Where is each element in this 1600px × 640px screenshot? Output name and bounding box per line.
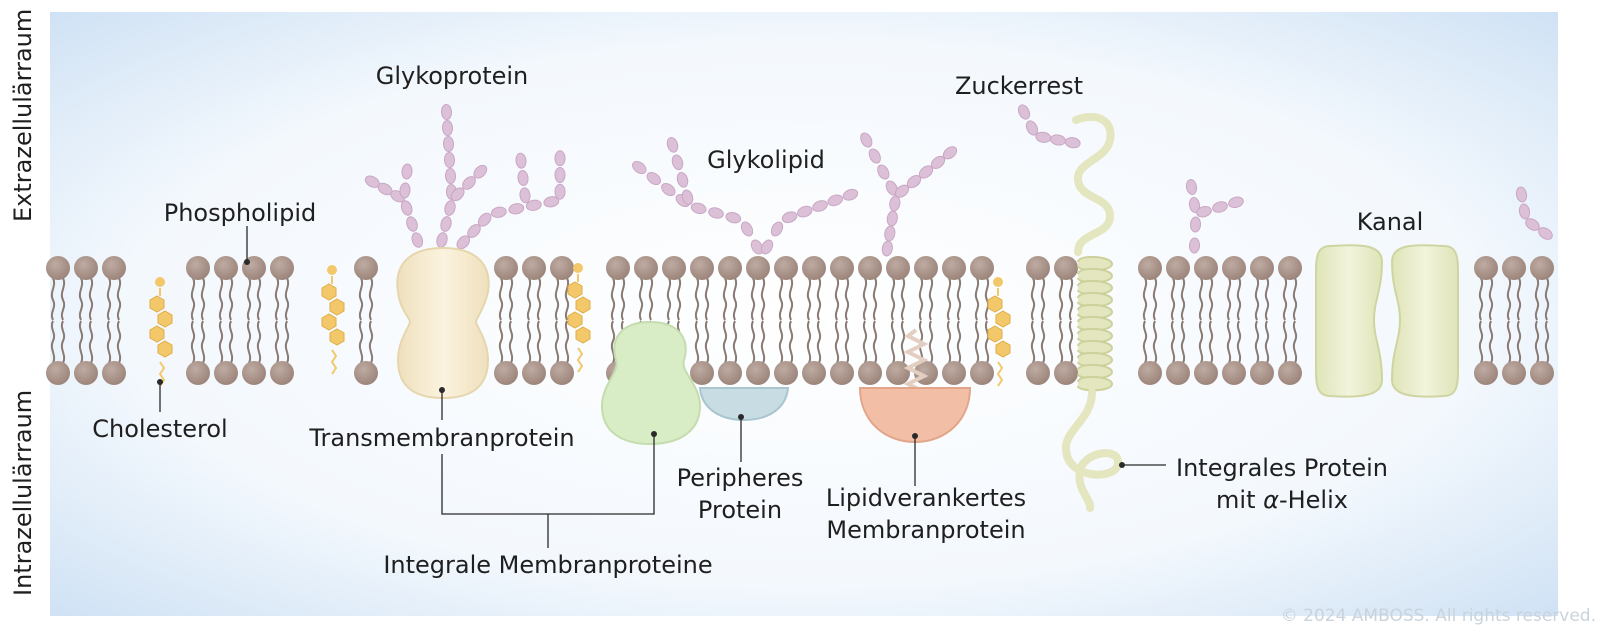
sugar-chain — [760, 188, 859, 255]
phospholipid — [970, 256, 994, 385]
glycoprotein-label: Glykoprotein — [376, 62, 529, 90]
phospholipid — [1026, 256, 1050, 385]
integral-helix-label-line2: mit α-Helix — [1216, 486, 1348, 514]
phospholipid — [74, 256, 98, 385]
phospholipid — [858, 256, 882, 385]
transmembrane-protein-label: Transmembranprotein — [308, 424, 574, 452]
sugar-chain — [456, 150, 566, 250]
cholesterol — [987, 277, 1011, 387]
phospholipid — [1502, 256, 1526, 385]
phospholipid — [186, 256, 210, 385]
phospholipid — [1138, 256, 1162, 385]
phospholipid — [1194, 256, 1218, 385]
sugar-chain — [515, 152, 531, 204]
phospholipid-label: Phospholipid — [164, 199, 316, 227]
sugar-chain — [1185, 179, 1202, 254]
sugar-chain — [1515, 186, 1553, 240]
cholesterol — [321, 265, 345, 375]
phospholipid — [718, 256, 742, 385]
intracellular-label: Intrazellulärraum — [9, 390, 37, 596]
leader-lines — [157, 226, 1166, 548]
phospholipid — [802, 256, 826, 385]
alpha-helix-protein — [1062, 112, 1122, 512]
phospholipid — [522, 256, 546, 385]
phospholipid — [270, 256, 294, 385]
cholesterol-molecules — [149, 263, 1011, 387]
lipid-anchored-label-line2: Membranprotein — [826, 516, 1025, 544]
phospholipid — [1474, 256, 1498, 385]
phospholipid — [746, 256, 770, 385]
sugar-chain — [860, 132, 901, 257]
cholesterol-label: Cholesterol — [92, 415, 227, 443]
lipid-anchored-label-line1: Lipidverankertes — [826, 484, 1026, 512]
sugar-chain — [399, 163, 413, 199]
sugar-chain — [894, 146, 958, 198]
sugar-chains — [364, 104, 1553, 257]
lipid-bilayer — [46, 256, 1554, 385]
cholesterol — [567, 263, 591, 373]
sugar-residue-label: Zuckerrest — [955, 72, 1083, 100]
sugar-chain — [1017, 104, 1081, 149]
phospholipid — [1530, 256, 1554, 385]
phospholipid — [1250, 256, 1274, 385]
phospholipid — [354, 256, 378, 385]
sugar-chain — [1196, 196, 1244, 218]
phospholipid — [1054, 256, 1078, 385]
extracellular-label: Extrazellulärraum — [9, 9, 37, 222]
integral-protein-green — [600, 320, 702, 446]
phospholipid — [914, 256, 938, 385]
phospholipid — [214, 256, 238, 385]
peripheral-protein-label-line1: Peripheres — [677, 464, 804, 492]
channel-label: Kanal — [1357, 208, 1424, 236]
channel-protein — [1315, 244, 1459, 398]
phospholipid — [242, 256, 266, 385]
cholesterol — [149, 277, 173, 387]
phospholipid — [690, 256, 714, 385]
phospholipid — [830, 256, 854, 385]
sugar-chain — [436, 104, 458, 248]
phospholipid — [942, 256, 966, 385]
copyright-notice: © 2024 AMBOSS. All rights reserved. — [1281, 606, 1596, 626]
phospholipid — [774, 256, 798, 385]
phospholipid — [494, 256, 518, 385]
phospholipid — [1278, 256, 1302, 385]
background-panel — [50, 12, 1558, 616]
transmembrane-protein — [396, 246, 490, 400]
sugar-chain — [666, 136, 694, 206]
phospholipid — [1166, 256, 1190, 385]
phospholipid — [1222, 256, 1246, 385]
peripheral-protein-label-line2: Protein — [698, 496, 782, 524]
phospholipid — [46, 256, 70, 385]
phospholipid — [886, 256, 910, 385]
phospholipid — [550, 256, 574, 385]
glycolipid-label: Glykolipid — [707, 146, 825, 174]
peripheral-protein — [698, 387, 790, 422]
integral-membrane-proteins-label: Integrale Membranproteine — [383, 551, 712, 579]
integral-helix-label-line1: Integrales Protein — [1176, 454, 1388, 482]
phospholipid — [102, 256, 126, 385]
sugar-chain — [450, 164, 488, 202]
